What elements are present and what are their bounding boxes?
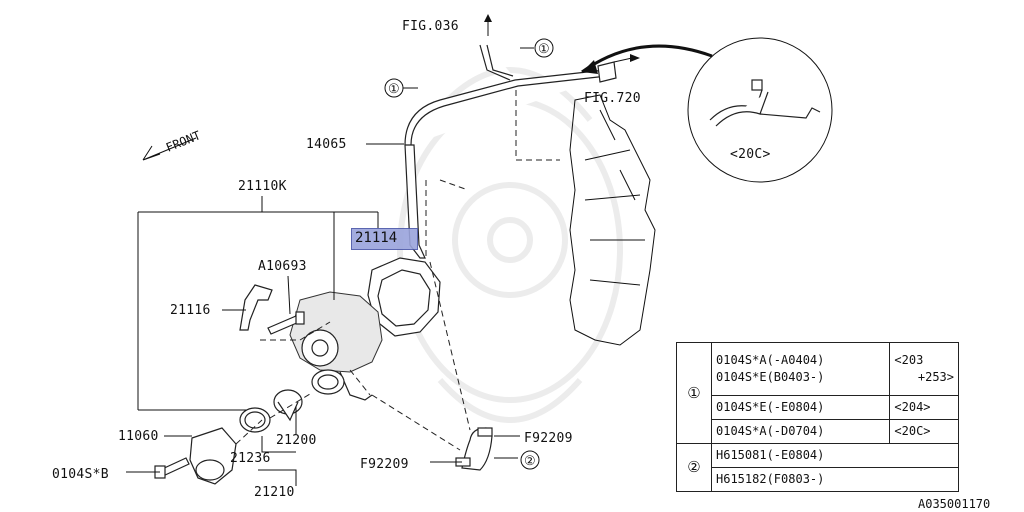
table-row: ② H615081(-E0804) <box>676 442 959 493</box>
gasket-21114 <box>367 257 441 337</box>
group1-marker: ① <box>676 342 712 444</box>
label-21236: 21236 <box>230 451 271 466</box>
bracket-lines <box>137 196 379 411</box>
note-line: +253> <box>917 369 954 384</box>
pipe-14065 <box>404 44 617 259</box>
callout-2: ② <box>524 454 536 469</box>
label-11060: 11060 <box>118 429 159 444</box>
label-f92209-lower: F92209 <box>360 457 409 472</box>
label-detail-20c: <20C> <box>730 147 771 162</box>
table-cell-code: 0104S*A(-A0404) 0104S*E(B0403-) <box>710 342 891 396</box>
thermostat-case-11060 <box>189 427 237 485</box>
arrows <box>142 14 713 161</box>
thermostat-21200 <box>273 389 303 422</box>
table-row: 0104S*A(-D0704) <20C> <box>677 418 959 444</box>
label-21114[interactable]: 21114 <box>355 230 398 246</box>
group2-marker: ② <box>676 442 712 493</box>
table-row: H615182(F0803-) <box>677 466 959 493</box>
label-21116: 21116 <box>170 303 211 318</box>
leader-lines <box>126 20 633 486</box>
code-line: 0104S*A(-A0404) <box>716 352 825 367</box>
label-21210: 21210 <box>254 485 295 500</box>
label-front: FRONT <box>164 128 203 155</box>
detail-arrow-icon <box>582 60 598 74</box>
hose-f92209 <box>455 427 493 471</box>
exploded-lines <box>235 90 560 451</box>
table-cell-code: 0104S*A(-D0704) <box>710 418 891 444</box>
bolt-0104sb <box>154 457 190 479</box>
bracket-21116 <box>239 284 273 331</box>
label-21110k: 21110K <box>238 179 287 194</box>
engine-block <box>569 94 656 346</box>
code-line: 0104S*E(B0403-) <box>716 369 825 384</box>
detail-circle <box>687 37 833 183</box>
label-fig720: FIG.720 <box>584 91 641 106</box>
table-cell-code: 0104S*E(-E0804) <box>710 394 891 420</box>
callout-1-left: ① <box>388 82 400 97</box>
note-line: <203 <box>894 352 924 367</box>
table-row: 0104S*E(-E0804) <204> <box>677 394 959 420</box>
table-cell-code: H615081(-E0804) <box>711 442 959 468</box>
outlet-ring <box>311 369 345 395</box>
label-f92209-upper: F92209 <box>524 431 573 446</box>
table-cell-note: <20C> <box>889 418 959 444</box>
table-cell-code: H615182(F0803-) <box>711 466 959 493</box>
bolt-a10693 <box>267 311 305 335</box>
label-fig036: FIG.036 <box>402 19 459 34</box>
right-arrow-icon <box>630 54 640 62</box>
callout-markers <box>384 38 554 470</box>
table-cell-note: <204> <box>889 394 959 420</box>
water-pump <box>289 291 383 401</box>
table-row: ① 0104S*A(-A0404) 0104S*E(B0403-) <203 +… <box>676 342 959 444</box>
up-arrow-icon <box>484 14 492 22</box>
label-a10693: A10693 <box>258 259 307 274</box>
highlight-21114[interactable] <box>351 228 418 250</box>
parts-table: ① 0104S*A(-A0404) 0104S*E(B0403-) <203 +… <box>676 342 959 493</box>
gasket-21236 <box>239 407 271 433</box>
label-14065: 14065 <box>306 137 347 152</box>
callout-1-top: ① <box>538 42 550 57</box>
label-21200: 21200 <box>276 433 317 448</box>
table-cell-note: <203 +253> <box>889 342 959 396</box>
image-code: A035001170 <box>918 497 990 511</box>
label-0104sb: 0104S*B <box>52 467 109 482</box>
